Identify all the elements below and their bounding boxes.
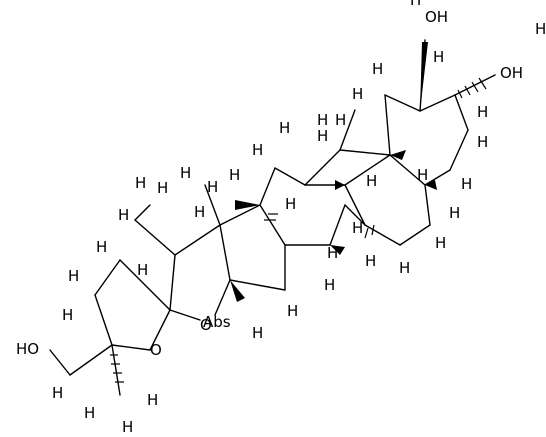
hydrogen-label: H [122, 418, 133, 436]
hydrogen-label: H [435, 234, 446, 252]
hydrogen-label: H [118, 206, 129, 224]
ring-oxygen-label: O [150, 341, 162, 359]
hydrogen-label: H [327, 244, 338, 262]
hydrogen-label: H [352, 85, 363, 103]
hydrogen-label: H [287, 302, 298, 320]
hydrogen-label: H [410, 0, 421, 9]
hydrogen-label: H [477, 133, 488, 151]
hydrogen-label: H [365, 252, 376, 270]
hydrogen-label: H [84, 404, 95, 422]
hydrogen-label: H [207, 178, 218, 196]
hydrogen-label: H [252, 141, 263, 159]
hydrogen-label: H [335, 111, 346, 129]
hydroxyl-label-right: OH [500, 64, 523, 82]
hydrogen-label: H [52, 384, 63, 402]
hydrogen-label: H [279, 119, 290, 137]
stereo-abs-label: Abs [203, 313, 231, 331]
hydrogen-label: H [194, 203, 205, 221]
hydrogen-label: H [68, 267, 79, 285]
bonds [49, 39, 496, 396]
hydrogen-label: H [352, 219, 363, 237]
hydrogen-label: H [229, 166, 240, 184]
hydrogen-label: H [62, 306, 73, 324]
stereo-bonds [110, 42, 487, 383]
ring-oxygen-label-2: O [200, 316, 212, 334]
hydrogen-label: H [417, 166, 428, 184]
hydrogen-label: H [147, 391, 158, 409]
hydrogen-label: H [157, 179, 168, 197]
hydrogen-label: H [366, 172, 377, 190]
hydrogen-label: H [137, 261, 148, 279]
hydrogen-label: H [317, 127, 328, 145]
hydrogen-label: H [433, 48, 444, 66]
hydrogen-label: H [135, 174, 146, 192]
atom-labels: OH OH HO O O Abs H H H H H H H H H H H H… [16, 0, 546, 436]
hydrogen-label: H [252, 324, 263, 342]
hydrogen-label: H [96, 238, 107, 256]
hydroxyl-label-left: HO [16, 340, 39, 358]
hydrogen-label: H [317, 111, 328, 129]
hydrogen-label: H [324, 276, 335, 294]
hydrogen-label: H [449, 204, 460, 222]
hydrogen-label: H [535, 20, 546, 38]
hydrogen-label: H [180, 164, 191, 182]
hydrogen-label: H [372, 60, 383, 78]
hydrogen-label: H [477, 103, 488, 121]
hydrogen-label: H [399, 259, 410, 277]
hydrogen-label: H [461, 175, 472, 193]
hydrogen-label: H [285, 195, 296, 213]
hydroxyl-label-top: OH [425, 8, 448, 26]
